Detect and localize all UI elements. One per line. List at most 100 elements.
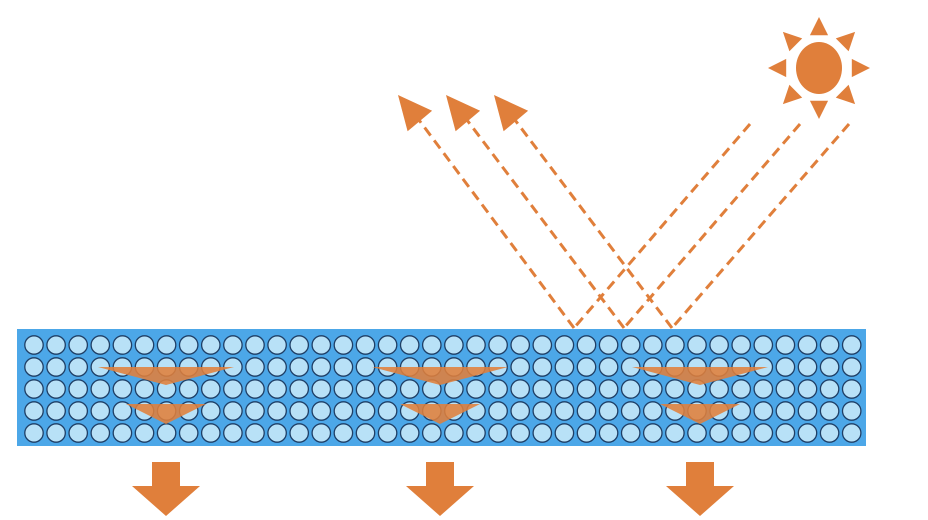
- particle: [156, 335, 177, 355]
- particle: [797, 379, 818, 399]
- reflected-ray: [494, 95, 674, 329]
- absorption-wedge-upper: [632, 367, 768, 385]
- particle: [532, 423, 553, 443]
- particle: [333, 379, 354, 399]
- particle: [245, 357, 265, 377]
- particle: [24, 423, 44, 443]
- particle: [731, 401, 752, 421]
- particle: [775, 423, 796, 443]
- particle: [753, 379, 774, 399]
- particle: [554, 379, 575, 399]
- particle: [532, 335, 553, 355]
- particle: [289, 423, 310, 443]
- particle: [797, 423, 818, 443]
- particle: [576, 401, 597, 421]
- particle: [554, 401, 575, 421]
- particle: [289, 401, 310, 421]
- particle: [731, 379, 752, 399]
- particle: [841, 401, 862, 421]
- particle: [576, 423, 597, 443]
- particle: [753, 401, 774, 421]
- particle: [554, 357, 575, 377]
- reflected-rays: [398, 95, 674, 329]
- particle: [112, 401, 133, 421]
- sun-ray: [768, 58, 787, 78]
- particle: [377, 423, 398, 443]
- particle: [112, 379, 133, 399]
- absorption-region: [632, 367, 768, 424]
- particle: [665, 335, 685, 355]
- particle: [200, 379, 221, 399]
- particle: [642, 401, 663, 421]
- arrowhead-icon: [494, 95, 529, 132]
- particle: [444, 423, 464, 443]
- particle: [112, 335, 133, 355]
- particle: [620, 335, 641, 355]
- sun-ray: [782, 31, 803, 52]
- particle: [200, 423, 221, 443]
- absorption-region: [98, 367, 234, 424]
- particle: [510, 379, 531, 399]
- particle: [90, 423, 111, 443]
- particle: [532, 401, 553, 421]
- particle: [355, 335, 376, 355]
- reflected-ray-line: [513, 119, 674, 329]
- incoming-ray: [622, 123, 802, 329]
- particle: [797, 401, 818, 421]
- down-arrow-icon: [406, 462, 474, 516]
- particle: [223, 335, 243, 355]
- particle: [24, 379, 44, 399]
- particle: [68, 357, 89, 377]
- particle: [355, 401, 376, 421]
- particle: [576, 379, 597, 399]
- particle: [488, 423, 508, 443]
- particle-layer: [17, 329, 866, 446]
- particle: [245, 379, 265, 399]
- particle: [775, 379, 796, 399]
- particle: [642, 423, 663, 443]
- particle: [466, 335, 486, 355]
- particle: [488, 335, 508, 355]
- particle: [178, 379, 199, 399]
- particle: [377, 335, 398, 355]
- particle: [289, 357, 310, 377]
- particle: [333, 335, 354, 355]
- particle: [267, 357, 287, 377]
- absorption-wedge-lower: [660, 404, 740, 424]
- absorption-wedge-lower: [126, 404, 206, 424]
- incoming-rays: [572, 123, 851, 329]
- particle: [399, 423, 420, 443]
- particle: [245, 335, 265, 355]
- particle: [554, 335, 575, 355]
- particle: [377, 379, 398, 399]
- particle: [90, 401, 111, 421]
- particle: [68, 335, 89, 355]
- reflected-ray-line: [417, 119, 576, 329]
- particle: [311, 357, 332, 377]
- particle: [775, 401, 796, 421]
- particle: [178, 423, 199, 443]
- particle: [841, 357, 862, 377]
- particle: [819, 379, 840, 399]
- particle: [444, 335, 464, 355]
- particle: [223, 401, 243, 421]
- particle: [620, 423, 641, 443]
- particle: [68, 423, 89, 443]
- particle: [311, 423, 332, 443]
- downward-arrows: [132, 462, 734, 516]
- particle: [576, 357, 597, 377]
- particle: [797, 335, 818, 355]
- particle: [223, 423, 243, 443]
- particle: [642, 379, 663, 399]
- particle: [46, 401, 66, 421]
- particle: [731, 423, 752, 443]
- particle: [466, 423, 486, 443]
- particle: [797, 357, 818, 377]
- particle: [620, 379, 641, 399]
- absorption-group: [98, 367, 768, 424]
- particle: [377, 401, 398, 421]
- particle: [399, 335, 420, 355]
- particle: [355, 357, 376, 377]
- particle: [421, 423, 442, 443]
